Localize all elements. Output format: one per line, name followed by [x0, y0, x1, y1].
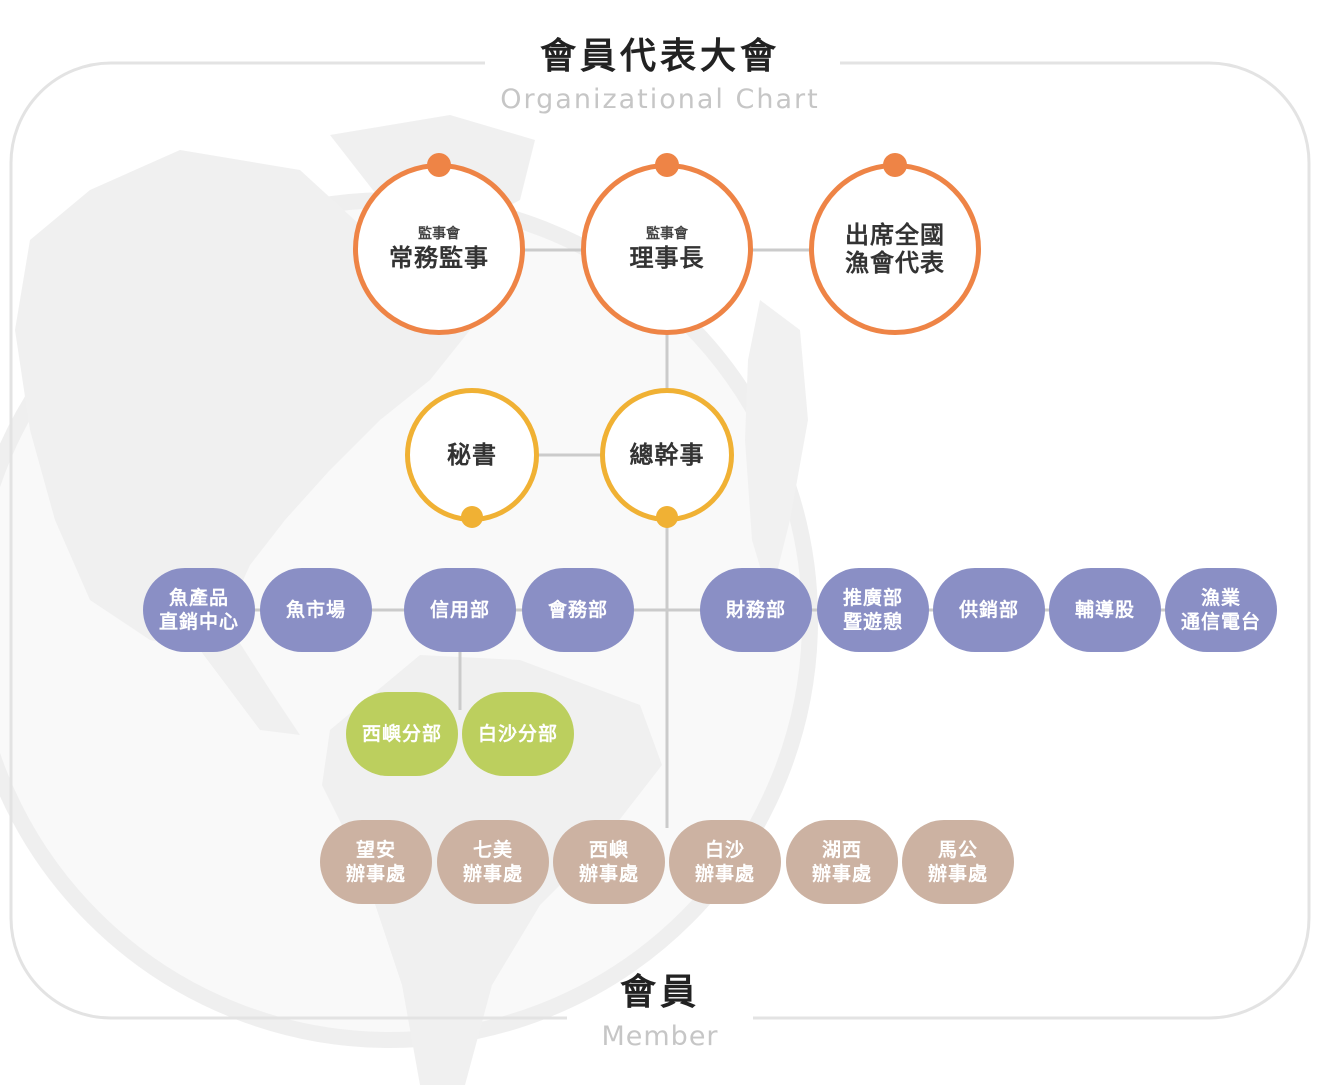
dept-finance: 財務部 [700, 568, 812, 652]
circle-title-line: 漁會代表 [845, 249, 945, 277]
circle-caption: 監事會 [418, 226, 460, 242]
national-representative-circle: 出席全國 漁會代表 [809, 163, 981, 335]
office-magong: 馬公 辦事處 [902, 820, 1014, 904]
circle-title: 理事長 [629, 244, 705, 272]
dept-member-affairs: 會務部 [522, 568, 634, 652]
office-huxi: 湖西 辦事處 [786, 820, 898, 904]
dept-guidance: 輔導股 [1049, 568, 1161, 652]
pill-label-line: 會務部 [547, 599, 608, 621]
pill-label-line: 供銷部 [958, 599, 1019, 621]
pill-label-line: 湖西 [821, 839, 862, 861]
pill-label-line: 財務部 [725, 599, 786, 621]
pill-label-line: 西嶼 [588, 839, 629, 861]
pill-label-line: 七美 [472, 839, 513, 861]
pill-label-line: 推廣部 [842, 587, 903, 609]
pill-label-line: 魚產品 [168, 587, 229, 609]
node-dot [655, 153, 679, 177]
pill-label-line: 辦事處 [927, 863, 988, 885]
dept-fish-products-direct-sales: 魚產品 直銷中心 [143, 568, 255, 652]
office-xiyu: 西嶼 辦事處 [553, 820, 665, 904]
pill-label-line: 白沙 [704, 839, 745, 861]
footer-title: 會員 [619, 972, 700, 1013]
pill-label-line: 暨遊憩 [842, 611, 903, 633]
pill-label-line: 西嶼分部 [361, 723, 442, 745]
chart-subtitle: Organizational Chart [500, 84, 820, 115]
office-wangan: 望安 辦事處 [320, 820, 432, 904]
europe-africa-shape [745, 300, 808, 600]
pill-label-line: 輔導股 [1074, 599, 1135, 621]
dept-promotion-recreation: 推廣部 暨遊憩 [817, 568, 929, 652]
pill-label-line: 信用部 [429, 599, 490, 621]
pill-label-line: 通信電台 [1180, 611, 1261, 633]
dept-credit: 信用部 [404, 568, 516, 652]
pill-label-line: 馬公 [937, 839, 978, 861]
pill-label-line: 辦事處 [578, 863, 639, 885]
circle-title: 常務監事 [389, 244, 489, 272]
pill-label-line: 白沙分部 [477, 723, 558, 745]
pill-label-line: 魚市場 [285, 599, 346, 621]
pill-label-line: 辦事處 [462, 863, 523, 885]
circle-caption: 監事會 [646, 226, 688, 242]
dept-fish-market: 魚市場 [260, 568, 372, 652]
node-dot [427, 153, 451, 177]
pill-label-line: 辦事處 [694, 863, 755, 885]
branch-xiyu: 西嶼分部 [346, 692, 458, 776]
chart-title: 會員代表大會 [539, 36, 780, 77]
branch-baisha: 白沙分部 [462, 692, 574, 776]
circle-title: 秘書 [447, 441, 497, 469]
pill-label-line: 辦事處 [811, 863, 872, 885]
pill-label-line: 漁業 [1200, 587, 1241, 609]
circle-title-line: 出席全國 [845, 221, 945, 249]
pill-label-line: 直銷中心 [158, 611, 239, 633]
node-dot [883, 153, 907, 177]
pill-label-line: 辦事處 [345, 863, 406, 885]
office-baisha: 白沙 辦事處 [669, 820, 781, 904]
pill-label-line: 望安 [355, 839, 396, 861]
node-dot [656, 506, 678, 528]
general-manager-circle: 總幹事 [600, 388, 734, 522]
secretary-circle: 秘書 [405, 388, 539, 522]
chairman-circle: 監事會 理事長 [581, 163, 753, 335]
node-dot [461, 506, 483, 528]
outer-frame [9, 61, 1311, 1020]
footer-subtitle: Member [601, 1021, 719, 1052]
circle-title: 總幹事 [629, 441, 705, 469]
dept-fishery-radio-station: 漁業 通信電台 [1165, 568, 1277, 652]
office-qimei: 七美 辦事處 [437, 820, 549, 904]
north-america-shape [15, 150, 470, 735]
standing-supervisor-circle: 監事會 常務監事 [353, 163, 525, 335]
dept-supply-marketing: 供銷部 [933, 568, 1045, 652]
